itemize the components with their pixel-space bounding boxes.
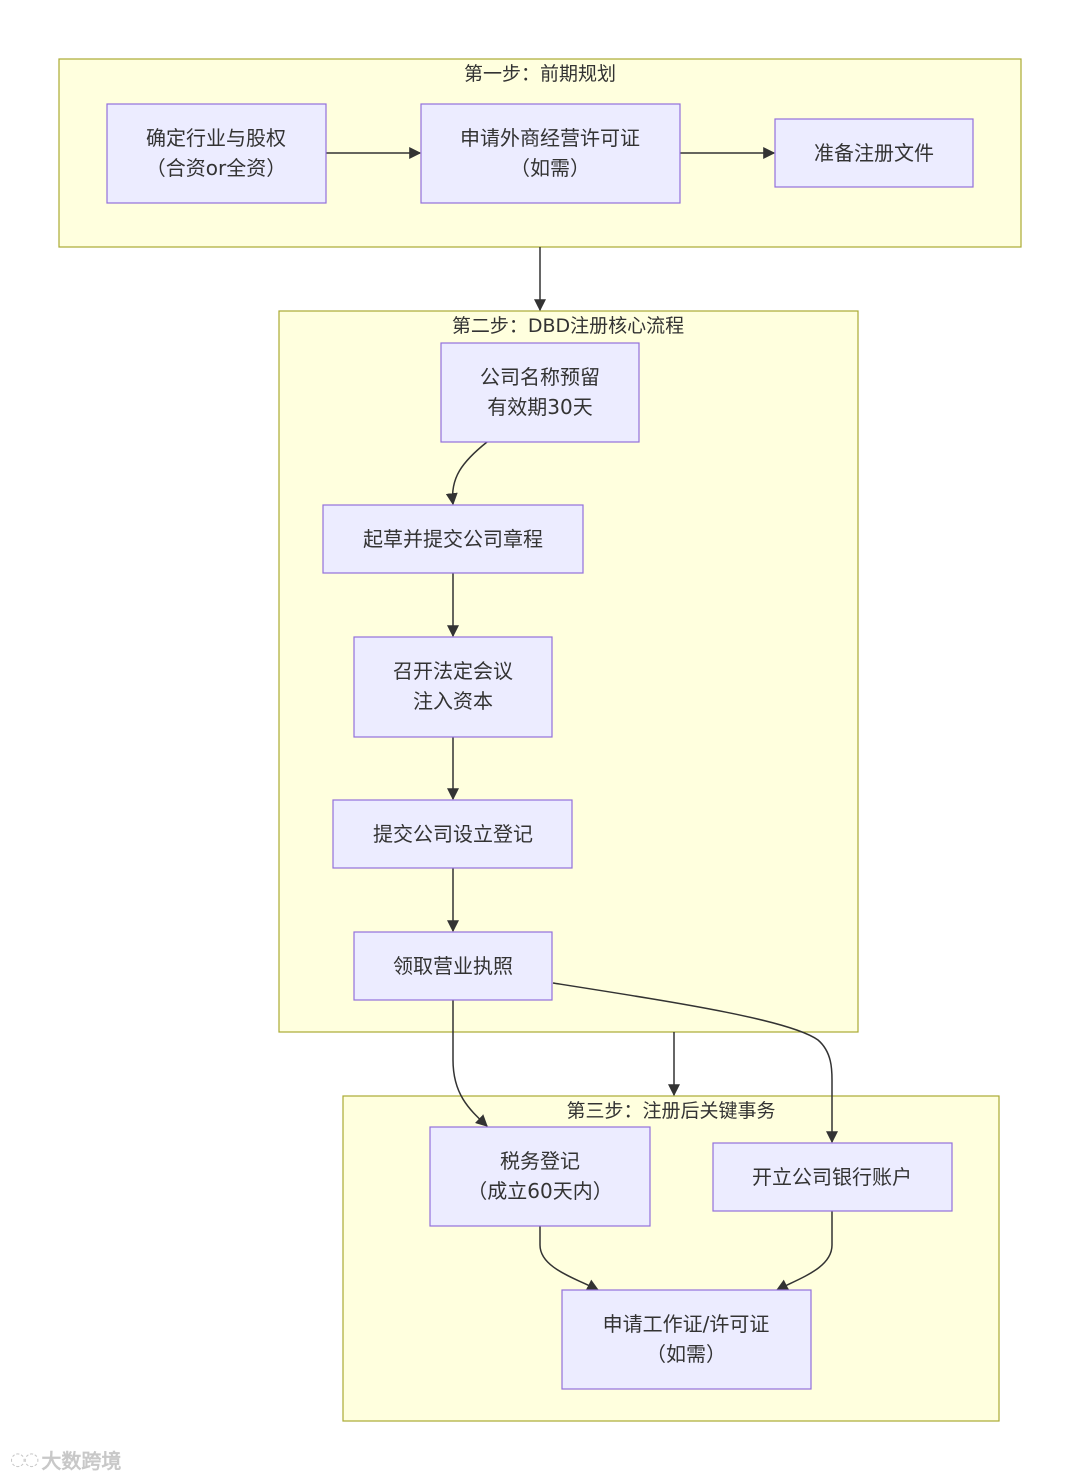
edge-license-tax	[452, 1000, 488, 1127]
edge-license-bank	[552, 982, 838, 1144]
node-meeting: 召开法定会议 注入资本	[353, 636, 553, 738]
cluster-step1-title: 第一步：前期规划	[464, 63, 616, 85]
node-register: 提交公司设立登记	[332, 799, 573, 869]
node-moa: 起草并提交公司章程	[322, 504, 584, 574]
node-tax-line2: （成立60天内）	[467, 1179, 612, 1203]
node-moa-line1: 起草并提交公司章程	[363, 527, 543, 551]
node-register-line1: 提交公司设立登记	[373, 822, 533, 846]
edge-name-moa	[445, 441, 488, 506]
cluster-step3-title: 第三步：注册后关键事务	[566, 1100, 775, 1122]
node-license-line1: 领取营业执照	[393, 954, 513, 978]
watermark-text: 大数跨境	[41, 1449, 122, 1473]
node-workpermit-line1: 申请工作证/许可证	[603, 1312, 770, 1336]
node-fbl-line1: 申请外商经营许可证	[460, 126, 640, 150]
watermark-logo-icon: ◌◌	[10, 1449, 39, 1470]
node-tax-line1: 税务登记	[500, 1149, 580, 1173]
node-industry-line2: （合资or全资）	[146, 156, 286, 180]
cluster-step2-title: 第二步：DBD注册核心流程	[452, 315, 684, 337]
node-docs-line1: 准备注册文件	[814, 141, 934, 165]
edges	[326, 147, 838, 1291]
node-meeting-line1: 召开法定会议	[393, 659, 513, 683]
edge-bank-workpermit	[775, 1211, 833, 1291]
node-bank-line1: 开立公司银行账户	[752, 1165, 912, 1189]
node-workpermit: 申请工作证/许可证 （如需）	[561, 1289, 812, 1390]
node-license: 领取营业执照	[353, 931, 553, 1001]
node-fbl: 申请外商经营许可证 （如需）	[420, 103, 681, 204]
node-name: 公司名称预留 有效期30天	[440, 342, 640, 443]
node-workpermit-line2: （如需）	[646, 1342, 726, 1366]
node-bank: 开立公司银行账户	[712, 1142, 953, 1212]
watermark: ◌◌ 大数跨境	[10, 1445, 121, 1474]
node-name-line2: 有效期30天	[487, 395, 592, 419]
node-meeting-line2: 注入资本	[413, 689, 493, 713]
node-name-line1: 公司名称预留	[480, 365, 600, 389]
node-tax: 税务登记 （成立60天内）	[429, 1126, 651, 1227]
node-industry-line1: 确定行业与股权	[146, 126, 286, 150]
node-industry: 确定行业与股权 （合资or全资）	[106, 103, 327, 204]
node-docs: 准备注册文件	[774, 118, 974, 188]
edge-tax-workpermit	[539, 1226, 600, 1291]
node-fbl-line2: （如需）	[510, 156, 590, 180]
